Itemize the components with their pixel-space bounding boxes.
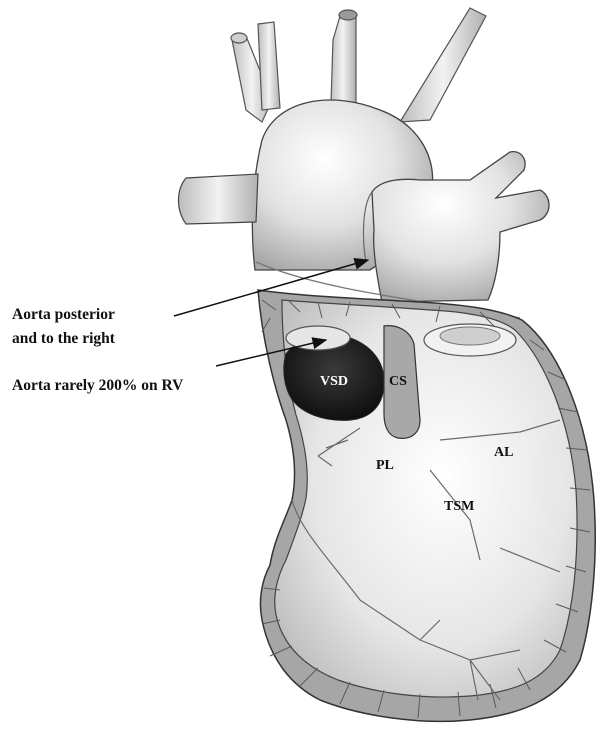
label-cs: CS bbox=[389, 374, 407, 390]
label-tsm: TSM bbox=[444, 499, 474, 515]
annotation-aorta-posterior-line1: Aorta posterior bbox=[12, 305, 115, 325]
arrow-aorta-posterior bbox=[174, 260, 368, 316]
annotation-aorta-posterior-line2: and to the right bbox=[12, 329, 115, 349]
label-pl: PL bbox=[376, 458, 394, 474]
annotation-aorta-rarely: Aorta rarely 200% on RV bbox=[12, 376, 183, 396]
label-al: AL bbox=[494, 445, 513, 461]
label-vsd: VSD bbox=[320, 374, 348, 390]
arrow-aorta-rarely bbox=[216, 340, 326, 366]
